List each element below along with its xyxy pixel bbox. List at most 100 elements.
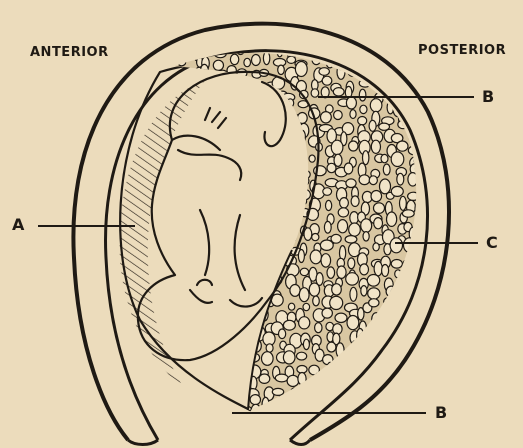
placenta-cell [304,171,311,178]
placenta-cell [240,78,246,91]
placenta-cell [419,78,426,89]
placenta-cell [232,86,240,96]
placenta-cell [179,221,187,231]
placenta-cell [356,56,366,71]
placenta-cell [161,168,167,182]
placenta-cell [303,303,310,310]
placenta-cell [386,286,396,297]
placenta-cell [323,355,333,365]
placenta-cell [391,260,402,269]
placenta-cell [231,77,237,88]
placenta-cell [215,86,223,100]
placenta-cell [321,254,331,267]
placenta-cell [335,43,345,57]
placenta-cell [250,177,260,187]
placenta-cell [427,159,438,167]
placenta-cell [225,386,231,396]
placenta-cell [390,238,402,253]
placenta-cell [213,219,225,232]
placenta-cell [240,339,248,352]
placenta-cell [297,352,307,360]
label-c: C [486,235,498,251]
placenta-cell [211,102,223,115]
placenta-cell [381,354,393,362]
placenta-cell [189,270,200,279]
placenta-cell [430,235,441,246]
placenta-cell [357,329,364,343]
placenta-cell [219,328,227,341]
placenta-cell [418,393,429,406]
placenta-cell [287,56,296,63]
label-anterior: ANTERIOR [30,46,109,59]
placenta-cell [435,377,442,388]
placenta-cell [216,77,222,88]
placenta-cell [391,355,401,366]
placenta-cell [192,216,203,231]
placenta-cell [393,393,399,406]
placenta-cell [165,243,173,257]
placenta-cell [370,323,381,334]
placenta-cell [369,120,376,131]
placenta-cell [358,117,367,125]
placenta-cell [165,176,172,188]
placenta-cell [276,166,283,177]
placenta-cell [213,60,223,70]
placenta-cell [300,268,308,275]
placenta-cell [189,138,200,147]
placenta-cell [200,333,210,347]
placenta-cell [260,157,268,170]
placenta-cell [170,188,179,201]
placenta-cell [319,68,329,76]
placenta-cell [397,173,404,185]
placenta-cell [428,275,439,286]
placenta-cell [277,152,285,164]
placenta-cell [230,342,236,354]
placenta-cell [368,35,380,50]
placenta-cell [177,299,184,313]
label-posterior: POSTERIOR [418,44,506,57]
placenta-cell [373,243,379,251]
placenta-cell [202,202,209,214]
placenta-cell [403,259,412,266]
placenta-cell [194,185,206,196]
placenta-cell [339,369,345,376]
placenta-cell [407,269,417,280]
placenta-cell [191,110,203,119]
placenta-cell [335,411,342,421]
placenta-cell [370,99,382,112]
placenta-cell [349,141,358,151]
placenta-cell [290,285,300,297]
placenta-cell [236,245,249,254]
placenta-cell [298,250,304,263]
placenta-cell [359,89,366,101]
placenta-cell [331,140,343,154]
placenta-cell [244,375,251,384]
placenta-cell [400,196,407,210]
placenta-cell [239,109,248,124]
placenta-cell [281,189,287,197]
placenta-cell [412,58,420,68]
placenta-cell [285,39,294,48]
placenta-cell [201,188,210,196]
placenta-cell [182,229,190,241]
placenta-cell [199,100,211,108]
placenta-cell [422,332,429,345]
placenta-cell [367,275,379,287]
placenta-cell [312,234,319,241]
placenta-cell [418,191,424,202]
placenta-cell [369,373,378,388]
placenta-cell [164,166,175,173]
placenta-cell [250,218,262,231]
placenta-cell [370,57,378,65]
placenta-cell [243,135,252,143]
placenta-cell [286,211,294,225]
placenta-cell [429,146,437,158]
placenta-cell [280,237,287,246]
placenta-cell [421,363,431,377]
placenta-cell [372,313,381,326]
placenta-cell [179,286,186,295]
placenta-cell [246,157,258,167]
placenta-cell [155,395,164,408]
placenta-cell [224,134,234,145]
placenta-cell [240,230,246,244]
